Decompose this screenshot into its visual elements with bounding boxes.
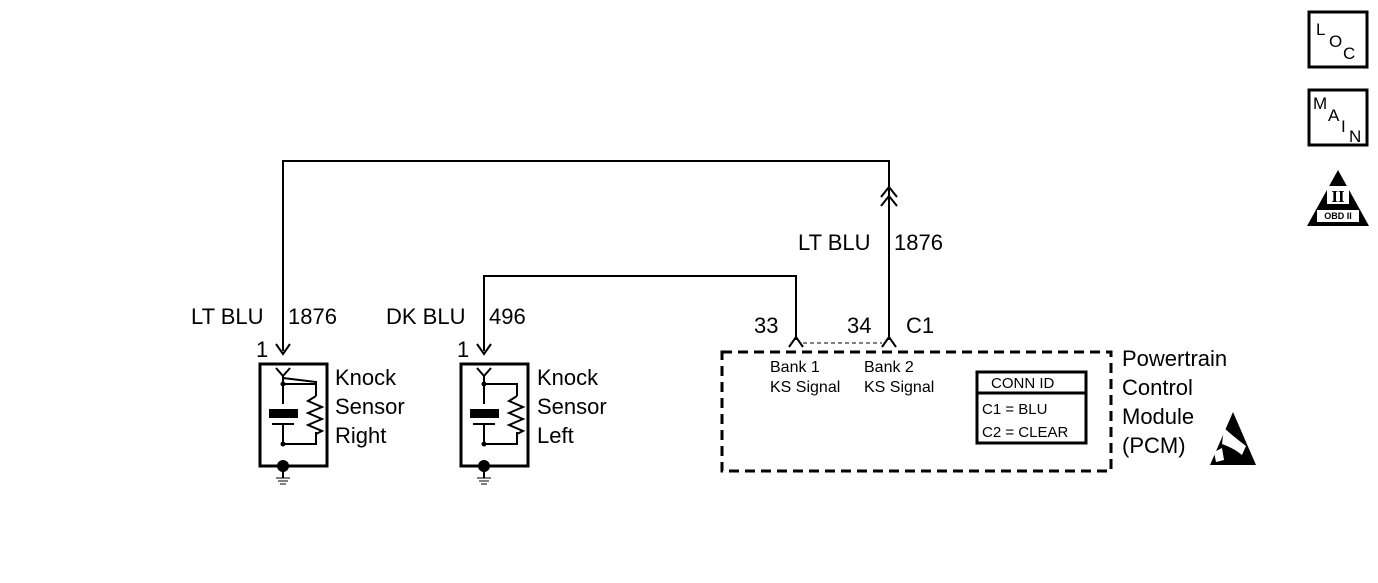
- pcm-pin-34-chevron-icon: [881, 335, 897, 348]
- pcm-wire-circuit-label: 1876: [894, 230, 943, 255]
- conn-id-c1: C1 = BLU: [982, 401, 1047, 418]
- main-icon[interactable]: M A I N: [1307, 88, 1369, 147]
- left-sensor-label-line2: Sensor: [537, 394, 607, 419]
- obd-ii-numeral: II: [1331, 187, 1345, 206]
- esd-warning-icon: [1210, 412, 1256, 465]
- pcm-module-outline: [720, 350, 1113, 473]
- left-sensor-label-line3: Left: [537, 423, 574, 448]
- right-wire-circuit-label: 1876: [288, 304, 337, 329]
- pcm-pin-33-chevron-icon: [788, 335, 804, 348]
- pcm-name-line3: Module: [1122, 404, 1194, 429]
- loc-icon[interactable]: L O C: [1307, 10, 1369, 69]
- right-wire-color-label: LT BLU: [191, 304, 264, 329]
- pcm-pin-34-label: 34: [847, 313, 871, 338]
- conn-id-c2: C2 = CLEAR: [982, 424, 1068, 441]
- knock-sensor-left: [459, 362, 530, 485]
- right-sensor-label-line2: Sensor: [335, 394, 405, 419]
- main-icon-letter-2: A: [1328, 106, 1340, 125]
- right-sensor-pin-arrow-icon: [275, 343, 291, 356]
- inline-connector-icon: [880, 185, 898, 207]
- left-wire-circuit-label: 496: [489, 304, 526, 329]
- wire-lt-blu-1876: [282, 160, 890, 351]
- knock-sensor-right: [258, 362, 329, 485]
- right-sensor-pin-label: 1: [256, 337, 268, 362]
- left-sensor-pin-arrow-icon: [476, 343, 492, 356]
- left-sensor-label-line1: Knock: [537, 365, 599, 390]
- pcm-name-line1: Powertrain: [1122, 346, 1227, 371]
- pcm-pin-33-label: 33: [754, 313, 778, 338]
- conn-id-box: [975, 370, 1088, 445]
- left-wire-color-label: DK BLU: [386, 304, 465, 329]
- main-icon-letter-3: I: [1341, 117, 1346, 136]
- pcm-bank1-label-line1: Bank 1: [770, 359, 820, 376]
- obd-ii-icon[interactable]: II OBD II: [1307, 170, 1369, 226]
- right-sensor-label-line1: Knock: [335, 365, 397, 390]
- wire-dk-blu-496: [483, 275, 797, 351]
- loc-icon-letter-1: L: [1316, 20, 1325, 39]
- loc-icon-letter-3: C: [1343, 44, 1355, 63]
- loc-icon-letter-2: O: [1329, 32, 1342, 51]
- conn-id-title: CONN ID: [991, 375, 1055, 392]
- main-icon-letter-1: M: [1313, 94, 1327, 113]
- pcm-bank2-label-line2: KS Signal: [864, 379, 934, 396]
- left-sensor-pin-label: 1: [457, 337, 469, 362]
- obd-ii-label: OBD II: [1324, 211, 1352, 221]
- pcm-connector-label: C1: [906, 313, 934, 338]
- pcm-name-line4: (PCM): [1122, 433, 1186, 458]
- pcm-name-line2: Control: [1122, 375, 1193, 400]
- pcm-bank1-label-line2: KS Signal: [770, 379, 840, 396]
- pcm-wire-color-label: LT BLU: [798, 230, 871, 255]
- pcm-bank2-label-line1: Bank 2: [864, 359, 914, 376]
- right-sensor-label-line3: Right: [335, 423, 386, 448]
- main-icon-letter-4: N: [1349, 127, 1361, 146]
